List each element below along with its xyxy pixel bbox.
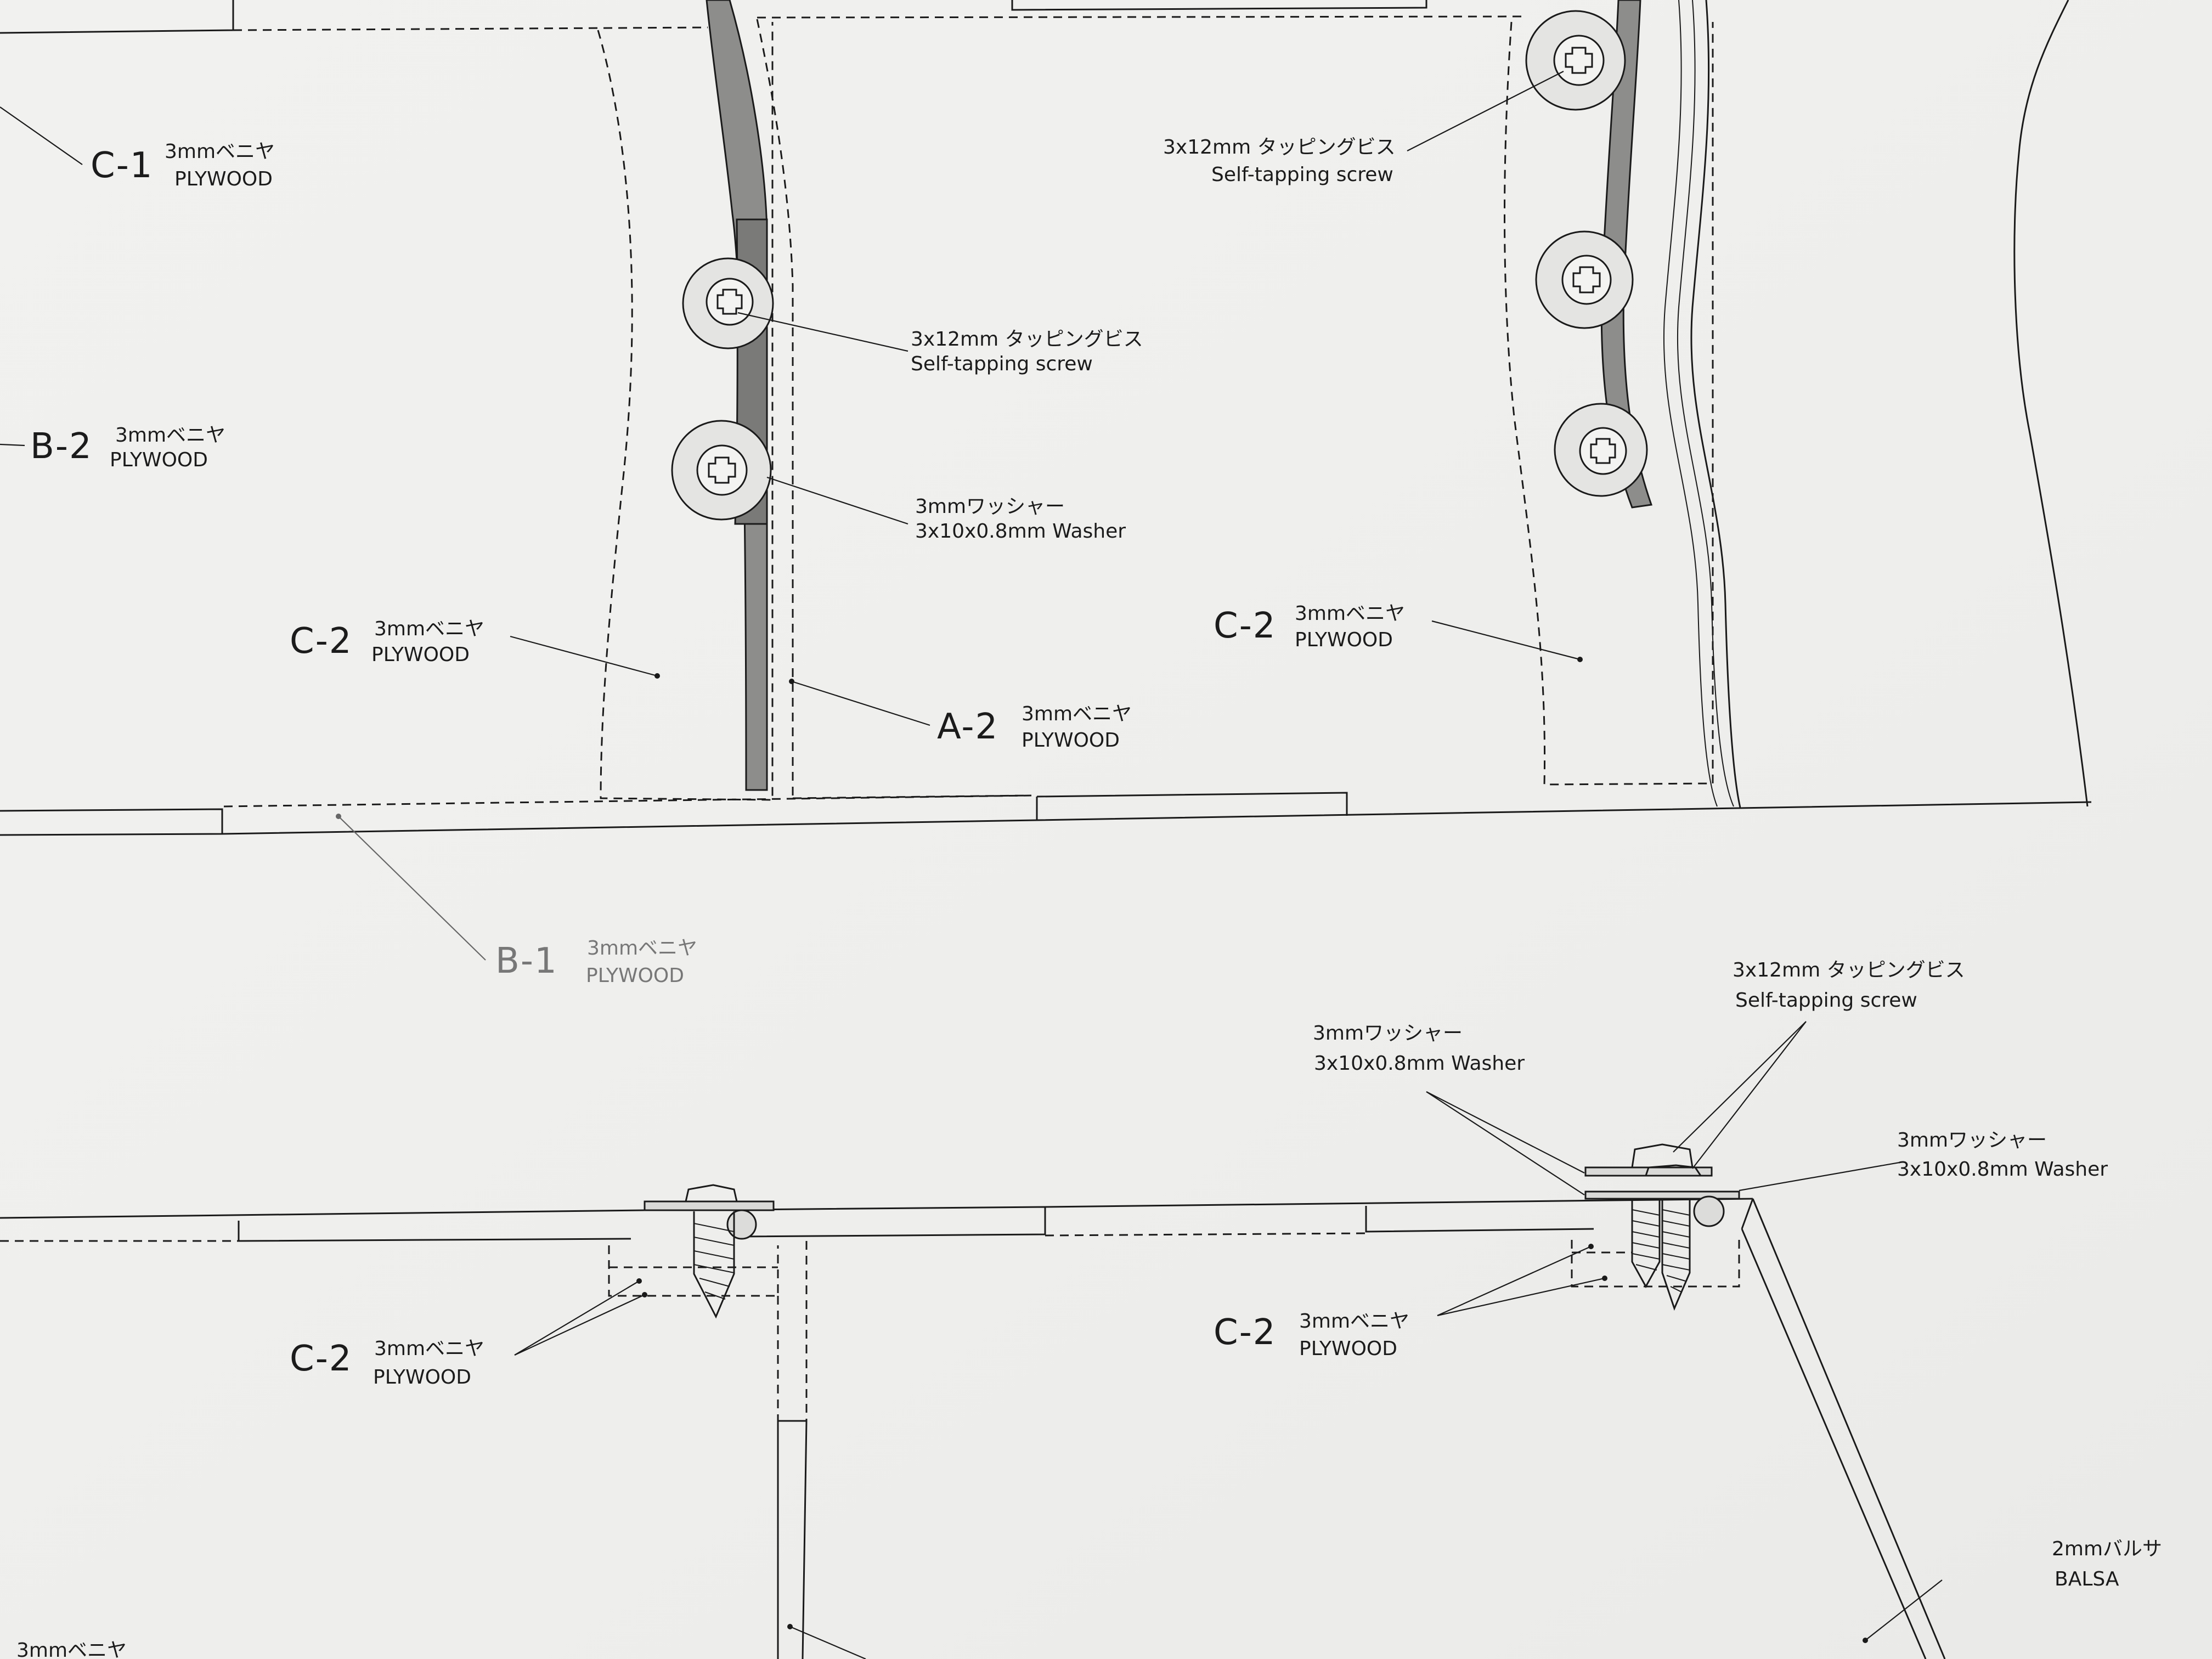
svg-text:3mmベニヤ: 3mmベニヤ <box>1022 703 1132 725</box>
phillips-icon <box>708 456 736 484</box>
svg-text:3mmベニヤ: 3mmベニヤ <box>587 937 697 960</box>
svg-text:PLYWOOD: PLYWOOD <box>174 168 273 190</box>
right-rib-strip <box>1600 0 1653 509</box>
svg-text:A-2: A-2 <box>937 707 998 747</box>
svg-text:3mmベニヤ: 3mmベニヤ <box>115 424 225 447</box>
note-screw-top: 3x12mm タッピングビス Self-tapping screw <box>1733 959 1965 1012</box>
svg-text:PLYWOOD: PLYWOOD <box>586 964 684 987</box>
svg-text:3x10x0.8mm Washer: 3x10x0.8mm Washer <box>1897 1158 2108 1181</box>
svg-text:PLYWOOD: PLYWOOD <box>373 1366 471 1389</box>
washer-screw-right-3 <box>1554 403 1648 497</box>
label-c2-right-section: C-2 3mmベニヤ PLYWOOD <box>1214 1310 1409 1360</box>
svg-text:BALSA: BALSA <box>2055 1568 2119 1590</box>
svg-text:Self-tapping screw: Self-tapping screw <box>911 353 1093 375</box>
label-b1: B-1 3mmベニヤ PLYWOOD <box>336 814 697 987</box>
washer-screw-right-2 <box>1535 230 1634 329</box>
svg-text:3x12mm タッピングビス: 3x12mm タッピングビス <box>1163 136 1396 159</box>
label-b2: B-2 3mmベニヤ PLYWOOD <box>30 424 225 471</box>
svg-text:B-1: B-1 <box>495 941 558 981</box>
svg-text:C-2: C-2 <box>290 1339 353 1379</box>
svg-text:3x12mm タッピングビス: 3x12mm タッピングビス <box>1733 959 1965 981</box>
note-washer-left: 3mmワッシャー 3x10x0.8mm Washer <box>915 495 1126 543</box>
svg-text:C-1: C-1 <box>91 145 154 186</box>
svg-text:2mmバルサ: 2mmバルサ <box>2052 1538 2162 1560</box>
note-washer-right: 3mmワッシャー 3x10x0.8mm Washer <box>1897 1129 2108 1181</box>
svg-text:3mmベニヤ: 3mmベニヤ <box>1295 602 1405 625</box>
label-balsa: 2mmバルサ BALSA <box>2052 1538 2162 1590</box>
svg-text:3x10x0.8mm Washer: 3x10x0.8mm Washer <box>915 520 1126 543</box>
label-c1: C-1 3mmベニヤ PLYWOOD <box>91 140 275 190</box>
label-a2: A-2 3mmベニヤ PLYWOOD <box>937 703 1132 752</box>
svg-text:PLYWOOD: PLYWOOD <box>1022 729 1120 752</box>
svg-text:Self-tapping screw: Self-tapping screw <box>1735 989 1917 1012</box>
svg-text:3mmベニヤ: 3mmベニヤ <box>165 140 275 163</box>
label-partial-cut: 3mmベニヤ <box>16 1639 127 1659</box>
svg-text:Self-tapping screw: Self-tapping screw <box>1211 163 1393 186</box>
section-screw-right <box>1584 1143 1740 1311</box>
label-c2-left-section: C-2 3mmベニヤ PLYWOOD <box>290 1338 484 1389</box>
svg-text:PLYWOOD: PLYWOOD <box>371 644 470 666</box>
svg-text:3mmベニヤ: 3mmベニヤ <box>16 1639 127 1659</box>
washer-screw-lower-left <box>671 420 772 521</box>
washer-screw-upper-left <box>682 257 774 349</box>
phillips-icon <box>1565 47 1593 74</box>
svg-text:3x12mm タッピングビス: 3x12mm タッピングビス <box>911 328 1143 351</box>
svg-text:PLYWOOD: PLYWOOD <box>110 449 208 471</box>
plan-view: C-1 3mmベニヤ PLYWOOD B-2 3mmベニヤ PLYWOOD C-… <box>0 0 2092 987</box>
svg-text:3mmベニヤ: 3mmベニヤ <box>1299 1310 1409 1333</box>
section-screw-left <box>644 1184 775 1319</box>
svg-text:3mmベニヤ: 3mmベニヤ <box>374 618 484 640</box>
svg-text:PLYWOOD: PLYWOOD <box>1299 1338 1397 1360</box>
svg-text:3mmワッシャー: 3mmワッシャー <box>1897 1129 2047 1152</box>
section-view: 3mmワッシャー 3x10x0.8mm Washer 3x12mm タッピングビ… <box>0 959 2162 1659</box>
phillips-icon <box>716 289 743 315</box>
svg-text:3x10x0.8mm Washer: 3x10x0.8mm Washer <box>1314 1052 1525 1075</box>
label-c2-right-plan: C-2 3mmベニヤ PLYWOOD <box>1214 602 1405 651</box>
phillips-icon <box>1572 266 1601 294</box>
note-screw-left: 3x12mm タッピングビス Self-tapping screw <box>911 328 1143 375</box>
phillips-icon <box>1590 438 1616 464</box>
svg-text:C-2: C-2 <box>1214 606 1277 646</box>
note-screw-right: 3x12mm タッピングビス Self-tapping screw <box>1163 136 1396 186</box>
note-washer-top: 3mmワッシャー 3x10x0.8mm Washer <box>1313 1022 1525 1075</box>
svg-text:C-2: C-2 <box>1214 1312 1277 1353</box>
label-c2-left-plan: C-2 3mmベニヤ PLYWOOD <box>290 618 484 666</box>
svg-text:3mmワッシャー: 3mmワッシャー <box>1313 1022 1463 1045</box>
svg-text:B-2: B-2 <box>30 426 93 467</box>
svg-text:PLYWOOD: PLYWOOD <box>1295 629 1393 651</box>
svg-text:3mmベニヤ: 3mmベニヤ <box>374 1338 484 1360</box>
svg-text:3mmワッシャー: 3mmワッシャー <box>915 495 1065 518</box>
svg-text:C-2: C-2 <box>290 621 353 662</box>
washer-screw-right-1 <box>1525 10 1626 111</box>
